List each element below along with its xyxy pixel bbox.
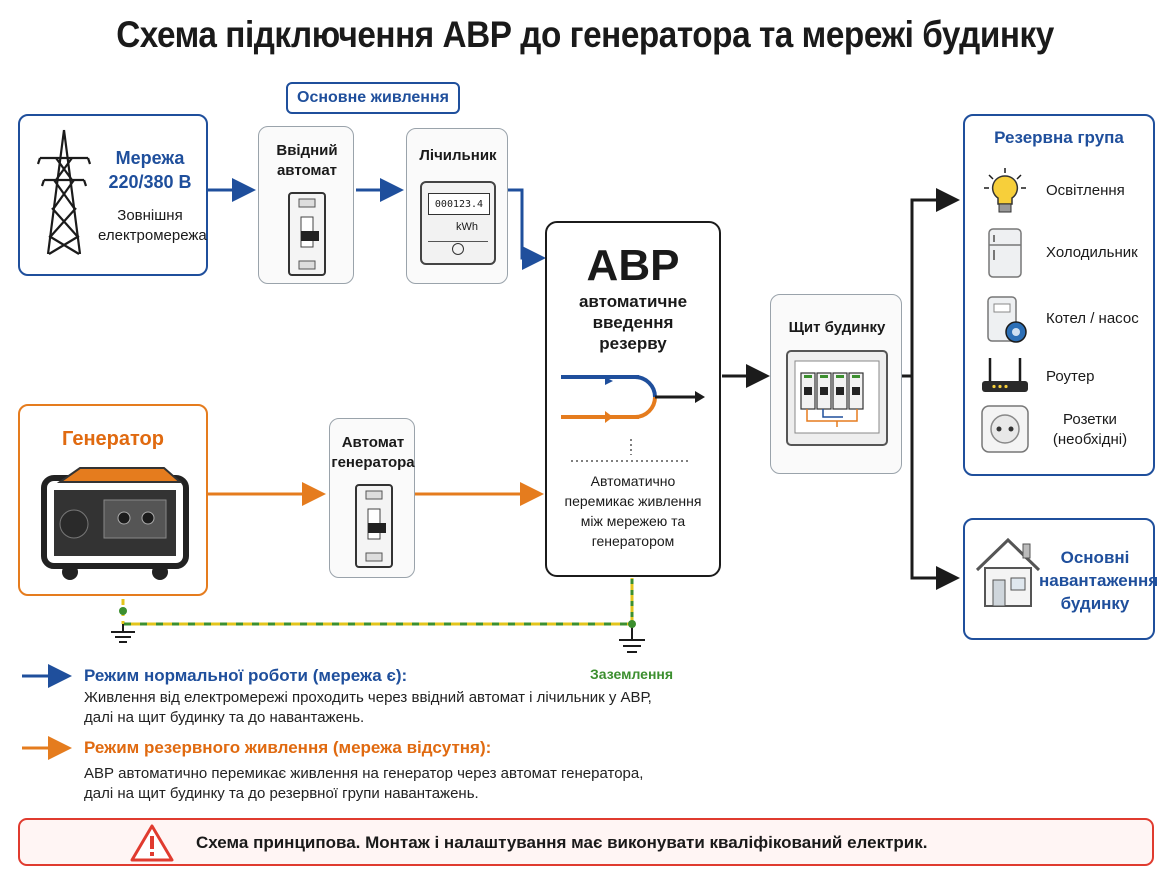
generator-icon (41, 467, 189, 580)
legend-normal-line-2: далі на щит будинку та до навантажень. (84, 709, 365, 726)
legend-backup-line-1: АВР автоматично перемикає живлення на ге… (84, 765, 644, 782)
load-lighting: Освітлення (980, 166, 1160, 216)
load-label: Холодильник (1046, 244, 1138, 261)
house-icon (975, 537, 1041, 607)
ground-symbol-right (619, 624, 645, 653)
grounding-label: Заземлення (590, 666, 674, 682)
input-breaker-label-1: Ввідний (276, 142, 338, 159)
power-tower-icon (36, 129, 92, 255)
socket-icon (981, 405, 1029, 453)
circuit-breaker-icon (288, 192, 326, 276)
ats-desc-3: між мережею та (580, 513, 686, 529)
legend-backup-line-2: далі на щит будинку та до резервної груп… (84, 785, 479, 802)
ats-block: АВР автоматичне введення резерву Автомат… (545, 221, 721, 577)
legend-backup-title: Режим резервного живлення (мережа відсут… (84, 738, 492, 757)
input-breaker-label-2: автомат (276, 162, 338, 179)
grid-subtitle-1: Зовнішня (117, 207, 183, 224)
main-loads-label-3: будинку (1060, 594, 1130, 613)
input-breaker-block: Ввідний автомат (258, 126, 354, 284)
legend-normal-line-1: Живлення від електромережі проходить чер… (84, 689, 652, 706)
wire-meter-to-ats (508, 188, 546, 270)
generator-title: Генератор (62, 428, 164, 450)
load-boiler: Котел / насос (980, 294, 1160, 344)
load-label-1: Розетки (1063, 411, 1117, 428)
meter-reading: 000123.4 (428, 193, 490, 215)
load-label: Котел / насос (1046, 310, 1139, 327)
circuit-breaker-icon (355, 484, 393, 568)
page-title: Схема підключення АВР до генератора та м… (116, 14, 1054, 55)
gen-breaker-label-1: Автомат (341, 434, 405, 451)
grid-voltage: 220/380 В (108, 172, 192, 192)
ats-subtitle-1: автоматичне (578, 292, 688, 311)
meter-icon: 000123.4 kWh (420, 181, 496, 265)
meter-block: Лічильник 000123.4 kWh (406, 128, 508, 284)
wire-panel-to-loads (902, 188, 960, 378)
meter-title: Лічильник (419, 147, 497, 164)
router-icon (982, 358, 1028, 392)
lightbulb-icon (984, 168, 1026, 213)
ats-desc-2: перемикає живлення (564, 493, 702, 509)
ats-desc-1: Автоматично (590, 473, 676, 489)
main-power-label: Основне живлення (286, 82, 460, 114)
backup-group-title: Резервна група (994, 128, 1124, 147)
warning-icon (130, 824, 174, 862)
ats-subtitle-3: резерву (599, 334, 667, 353)
load-sockets: Розетки (необхідні) (980, 404, 1160, 454)
wire-panel-to-main-loads (910, 376, 960, 590)
meter-unit: kWh (456, 221, 478, 233)
grid-block: Мережа 220/380 В Зовнішня електромережа (18, 114, 208, 276)
ground-symbol-left (111, 624, 135, 643)
grid-subtitle-2: електромережа (98, 227, 207, 244)
main-loads-block: Основні навантаження будинку (963, 518, 1159, 640)
distribution-panel-icon (786, 350, 888, 446)
ats-subtitle-2: введення (592, 313, 674, 332)
fridge-icon (988, 228, 1022, 278)
ats-title: АВР (586, 241, 680, 290)
ats-desc-4: генератором (591, 533, 675, 549)
panel-title: Щит будинку (788, 319, 886, 336)
load-label: Освітлення (1046, 182, 1125, 199)
load-label: Роутер (1046, 368, 1095, 385)
main-loads-label-2: навантаження (1039, 571, 1159, 590)
warning-banner: Схема принципова. Монтаж і налаштування … (18, 818, 1154, 866)
load-router: Роутер (980, 352, 1160, 402)
panel-block: Щит будинку (770, 294, 902, 474)
grid-title: Мережа (115, 148, 185, 168)
gen-breaker-block: Автомат генератора (329, 418, 415, 578)
boiler-icon (987, 296, 1027, 343)
main-loads-label-1: Основні (1060, 548, 1130, 567)
load-label-2: (необхідні) (1052, 431, 1128, 448)
warning-text: Схема принципова. Монтаж і налаштування … (196, 833, 928, 852)
legend-normal-title: Режим нормальної роботи (мережа є): (84, 666, 408, 685)
load-fridge: Холодильник (980, 228, 1160, 278)
generator-block: Генератор (18, 404, 208, 596)
ats-switch-icon (561, 375, 705, 462)
gen-breaker-label-2: генератора (331, 454, 415, 471)
